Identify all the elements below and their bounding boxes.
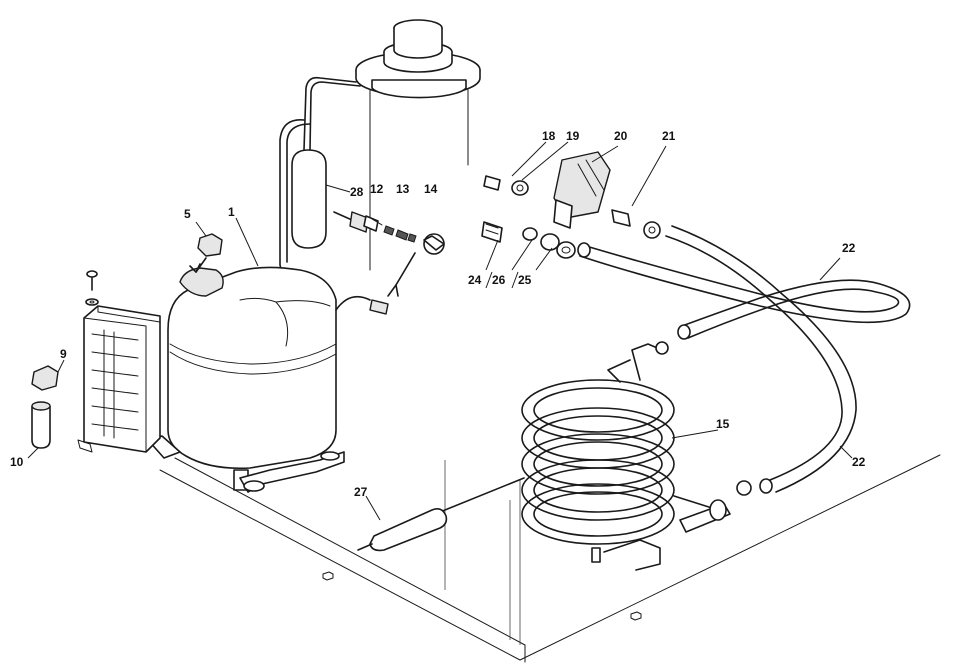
callout-9: 9 <box>60 347 67 361</box>
fittings-12-13-14 <box>333 211 445 297</box>
callout-1: 1 <box>228 205 235 219</box>
evaporator-coil-15 <box>521 341 731 571</box>
slash-26-25 <box>511 271 519 289</box>
capillary-tube-27 <box>357 477 525 552</box>
callout-5: 5 <box>184 207 191 221</box>
callout-24: 24 <box>468 273 482 287</box>
hose-22 <box>577 225 911 496</box>
callout-13: 13 <box>396 182 410 196</box>
part-9-relay <box>31 359 65 391</box>
part-10-capacitor <box>27 401 51 459</box>
screw-and-washer <box>85 270 99 306</box>
slash-24-26 <box>485 271 493 289</box>
callout-28: 28 <box>350 185 364 199</box>
callout-22-upper: 22 <box>842 241 856 255</box>
callout-26: 26 <box>492 273 506 287</box>
callout-25: 25 <box>518 273 532 287</box>
filter-drier-28 <box>279 76 361 281</box>
compressor-1 <box>147 266 389 493</box>
callout-14: 14 <box>424 182 438 196</box>
callout-21: 21 <box>662 129 676 143</box>
callout-12: 12 <box>370 182 384 196</box>
callout-10: 10 <box>10 455 24 469</box>
callout-22-lower: 22 <box>852 455 866 469</box>
base-clip-right <box>630 611 642 621</box>
callout-27: 27 <box>354 485 368 499</box>
valve-group <box>481 141 667 271</box>
callout-20: 20 <box>614 129 628 143</box>
base-clip-left <box>322 571 334 581</box>
callout-19: 19 <box>566 129 580 143</box>
leader-1 <box>235 217 259 267</box>
cylinder-tank <box>355 19 481 271</box>
base-plate <box>159 454 941 663</box>
callout-18: 18 <box>542 129 556 143</box>
part-5-cap <box>189 221 223 273</box>
terminal-box <box>77 305 161 453</box>
callout-15: 15 <box>716 417 730 431</box>
